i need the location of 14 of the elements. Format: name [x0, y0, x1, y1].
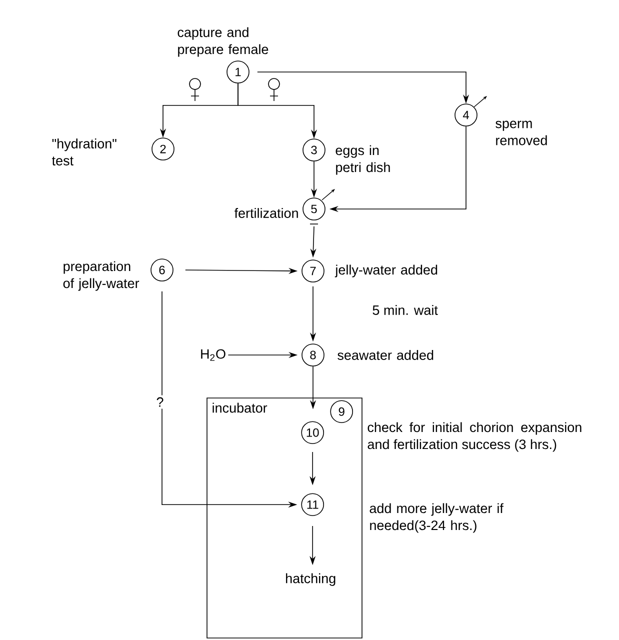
step-description: "hydration" test — [52, 138, 116, 166]
step-description: add more jelly-water if needed(3-24 hrs.) — [370, 503, 504, 533]
step-description: eggs in petri dish — [336, 145, 390, 175]
edge-label: 5 min. wait — [370, 303, 440, 317]
edge-label: ? — [154, 395, 166, 409]
step-description: check for initial chorion expansion and fertilization success (3 hrs.) — [368, 422, 582, 452]
step-label: hatching — [286, 573, 336, 586]
step-description: sperm removed — [496, 120, 547, 146]
step-description: fertilization — [234, 208, 298, 218]
step-description: preparation of jelly-water — [63, 261, 140, 291]
step-description: seawater added — [338, 350, 434, 360]
step-label: H$_{2}$O — [201, 349, 226, 361]
step-description: capture and prepare female — [178, 27, 268, 57]
step-description: jelly-water added — [334, 264, 438, 278]
